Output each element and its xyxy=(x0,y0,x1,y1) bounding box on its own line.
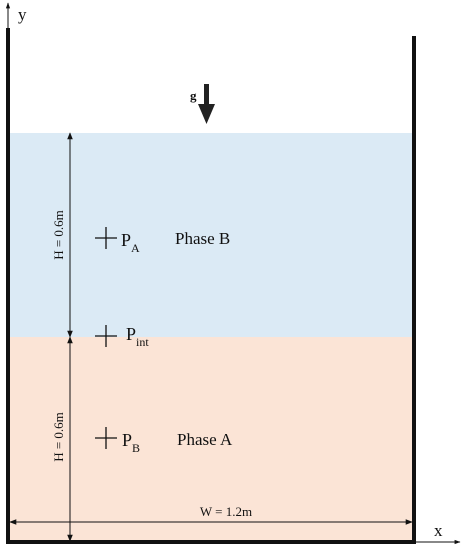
gravity-label: g xyxy=(190,88,197,103)
point-interface-marker xyxy=(95,325,117,347)
phase-b-region xyxy=(9,133,413,337)
point-b-label: PB xyxy=(122,430,140,455)
phase-a-label: Phase A xyxy=(177,430,233,449)
y-axis-label: y xyxy=(18,5,27,24)
gravity-arrow-shaft xyxy=(204,84,209,106)
point-b-marker xyxy=(95,427,117,449)
point-interface-label: Pint xyxy=(126,324,149,349)
width-label: W = 1.2m xyxy=(200,504,252,519)
point-a-label: PA xyxy=(121,230,140,255)
point-a-marker xyxy=(95,227,117,249)
phase-a-region xyxy=(9,337,413,541)
lower-height-label: H = 0.6m xyxy=(51,412,66,462)
upper-height-label: H = 0.6m xyxy=(51,210,66,260)
x-axis-label: x xyxy=(434,521,443,540)
gravity-arrow-icon xyxy=(198,104,215,124)
phase-b-label: Phase B xyxy=(175,229,230,248)
